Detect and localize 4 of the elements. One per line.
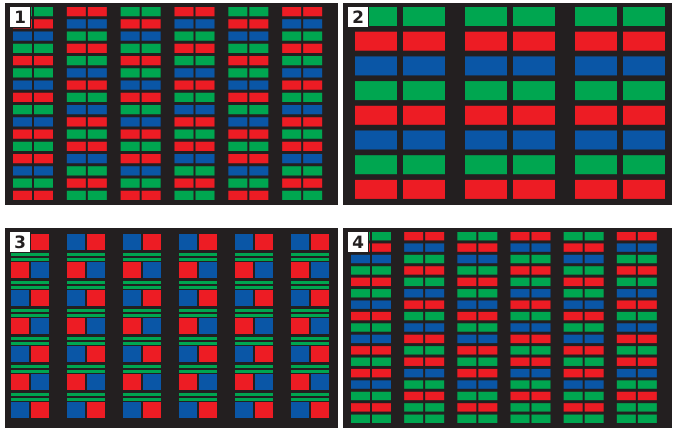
panel-number: 2 [347, 6, 369, 28]
panel-number: 1 [9, 6, 31, 28]
panel-number: 3 [9, 231, 31, 253]
panel-number: 4 [347, 231, 369, 253]
